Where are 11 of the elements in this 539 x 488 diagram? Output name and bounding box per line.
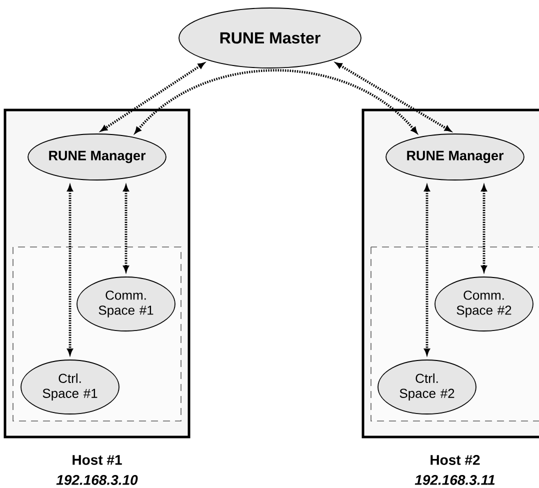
dotted-arrow — [424, 185, 430, 355]
dotted-arrow — [123, 185, 129, 272]
dotted-arrow — [100, 62, 205, 132]
dotted-arrow — [67, 185, 73, 355]
dotted-arrow — [134, 69, 418, 134]
dotted-arrow — [481, 185, 487, 272]
dotted-arrow — [336, 62, 452, 132]
ip-address: 192.168.3.10 — [56, 475, 138, 485]
ip-address: 192.168.3.11 — [414, 475, 495, 485]
host-name: Host #1 — [72, 455, 122, 465]
host-name: Host #2 — [430, 455, 480, 465]
